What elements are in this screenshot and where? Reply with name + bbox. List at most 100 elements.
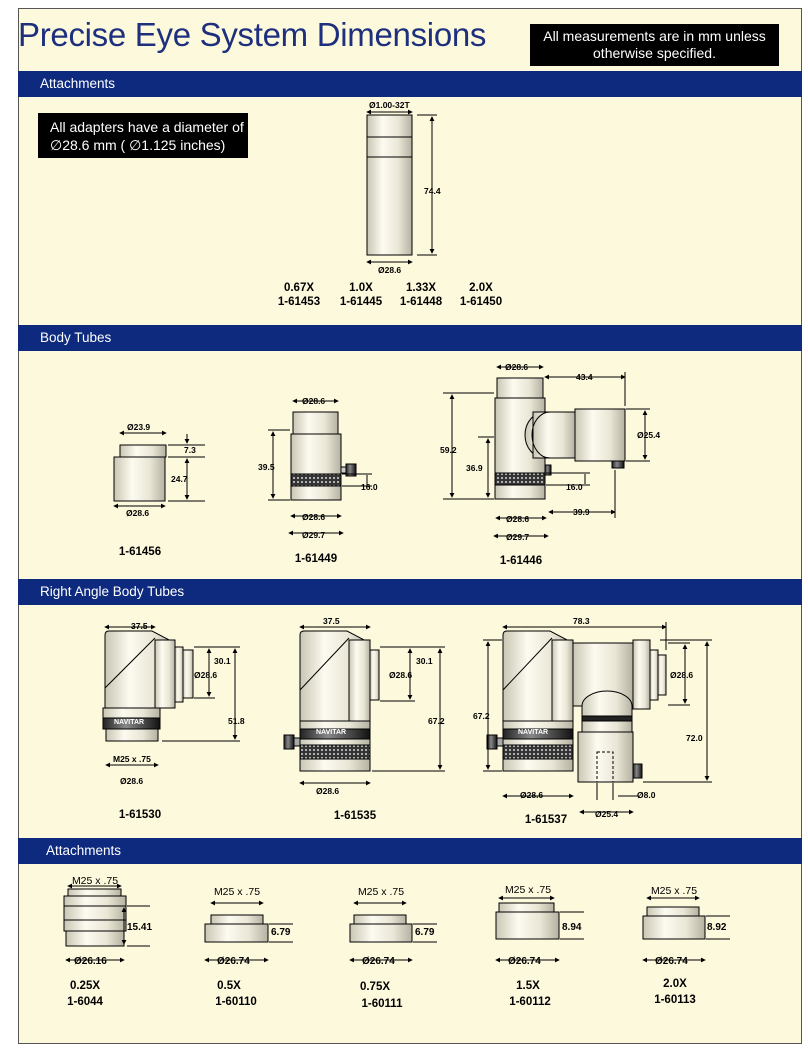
ra3-d-bot: Ø28.6 bbox=[520, 790, 544, 800]
bt1-d-top: Ø23.9 bbox=[127, 422, 151, 432]
attachment-mag-4: 2.0X bbox=[469, 282, 493, 294]
att2-h-5: 8.92 bbox=[707, 922, 727, 933]
attachment-mag-1: 0.67X bbox=[283, 282, 315, 294]
bt3-h1: 59.2 bbox=[440, 445, 457, 455]
bt3-h3: 16.0 bbox=[566, 482, 583, 492]
bt2-d-top: Ø28.6 bbox=[302, 396, 326, 406]
ra2-h2: 67.2 bbox=[428, 716, 445, 726]
att2-thread-2: M25 x .75 bbox=[213, 886, 261, 898]
ra1-w: 37.5 bbox=[131, 621, 148, 631]
attachment-part-3: 1-61448 bbox=[399, 296, 443, 308]
ra3-h1: 67.2 bbox=[473, 711, 490, 721]
right-angle-tube-2-drawing bbox=[283, 624, 445, 786]
bt1-h2: 24.7 bbox=[171, 474, 188, 484]
ra1-d: Ø28.6 bbox=[194, 670, 218, 680]
bt2-d1: Ø28.6 bbox=[302, 512, 326, 522]
ra3-brand-logo: NAVITAR bbox=[518, 729, 549, 736]
measurement-note: All measurements are in mm unless otherw… bbox=[530, 24, 779, 66]
bt3-h2: 36.9 bbox=[466, 463, 483, 473]
att2-d-2: Ø26.74 bbox=[217, 956, 250, 967]
att2-thread-3: M25 x .75 bbox=[357, 886, 405, 898]
bt3-d2: Ø29.7 bbox=[506, 532, 530, 542]
ra2-brand-logo: NAVITAR bbox=[316, 729, 347, 736]
attachment-2-drawing-1 bbox=[63, 883, 150, 963]
att2-d-4: Ø26.74 bbox=[508, 956, 541, 967]
page-title: Precise Eye System Dimensions bbox=[18, 16, 487, 53]
att2-mag-5: 2.0X bbox=[663, 978, 687, 990]
att2-h-3: 6.79 bbox=[415, 927, 435, 938]
ra1-h2: 51.8 bbox=[228, 716, 245, 726]
attachment-2-drawing-4 bbox=[495, 895, 584, 963]
att2-part-4: 1-60112 bbox=[509, 996, 551, 1008]
attachment-part-1: 1-61453 bbox=[277, 296, 321, 308]
bt3-d1: Ø28.6 bbox=[506, 514, 530, 524]
att2-h-4: 8.94 bbox=[562, 922, 582, 933]
ra2-d-bot: Ø28.6 bbox=[316, 786, 340, 796]
ra3-part: 1-61537 bbox=[524, 814, 568, 826]
section-header-attachments: Attachments bbox=[18, 71, 802, 97]
attachment-2-drawing-5 bbox=[642, 895, 730, 963]
bt1-h1: 7.3 bbox=[184, 445, 196, 455]
att2-mag-2: 0.5X bbox=[217, 980, 241, 992]
ra2-w: 37.5 bbox=[323, 616, 340, 626]
body-tube-1-drawing bbox=[113, 430, 205, 509]
att2-part-2: 1-60110 bbox=[215, 996, 257, 1008]
ra1-h1: 30.1 bbox=[214, 656, 231, 666]
right-angle-tube-3-drawing bbox=[483, 622, 712, 815]
ra1-part: 1-61530 bbox=[118, 809, 162, 821]
bt3-part: 1-61446 bbox=[499, 555, 543, 567]
att2-thread-1: M25 x .75 bbox=[71, 875, 119, 887]
bt1-d-bot: Ø28.6 bbox=[126, 508, 150, 518]
attachment-part-4: 1-61450 bbox=[459, 296, 503, 308]
att2-thread-4: M25 x .75 bbox=[504, 884, 552, 896]
att2-part-5: 1-60113 bbox=[654, 994, 696, 1006]
attachment-2-drawing-2 bbox=[204, 900, 293, 963]
dim-height: 74.4 bbox=[424, 186, 441, 196]
att2-part-3: 1-60111 bbox=[361, 998, 403, 1010]
ra1-brand-logo: NAVITAR bbox=[114, 719, 145, 726]
dim-thread: Ø1.00-32T bbox=[369, 100, 410, 110]
ra3-d: Ø28.6 bbox=[670, 670, 694, 680]
ra1-thread: M25 x .75 bbox=[113, 754, 151, 764]
tube-attachment-drawing bbox=[366, 109, 437, 265]
ra3-d-pin: Ø8.0 bbox=[637, 790, 656, 800]
bt2-h: 39.5 bbox=[258, 462, 275, 472]
ra2-d: Ø28.6 bbox=[389, 670, 413, 680]
att2-h-1: 15.41 bbox=[127, 922, 153, 933]
section-header-attachments-2: Attachments bbox=[18, 838, 802, 864]
ra1-d-bot: Ø28.6 bbox=[120, 776, 144, 786]
att2-mag-3: 0.75X bbox=[359, 981, 391, 993]
bt3-w2: 39.9 bbox=[573, 507, 590, 517]
right-angle-tube-1-drawing bbox=[102, 624, 240, 768]
bt2-part: 1-61449 bbox=[294, 553, 338, 565]
att2-thread-5: M25 x .75 bbox=[650, 885, 698, 897]
bt2-d2: Ø29.7 bbox=[302, 530, 326, 540]
section-header-body-tubes: Body Tubes bbox=[18, 325, 802, 351]
att2-part-1: 1-6044 bbox=[67, 996, 103, 1008]
bt3-w: 43.4 bbox=[576, 372, 593, 382]
att2-d-3: Ø26.74 bbox=[362, 956, 395, 967]
att2-mag-1: 0.25X bbox=[69, 980, 101, 992]
ra3-d-side: Ø25.4 bbox=[595, 809, 619, 819]
body-tube-3-drawing bbox=[443, 364, 650, 539]
att2-d-5: Ø26.74 bbox=[655, 956, 688, 967]
ra3-h2: 72.0 bbox=[686, 733, 703, 743]
bt2-h2: 16.0 bbox=[361, 482, 378, 492]
bt3-d-side: Ø25.4 bbox=[637, 430, 661, 440]
ra2-h1: 30.1 bbox=[416, 656, 433, 666]
attachment-mag-3: 1.33X bbox=[405, 282, 437, 294]
attachment-part-2: 1-61445 bbox=[339, 296, 383, 308]
att2-mag-4: 1.5X bbox=[516, 980, 540, 992]
dim-diameter: Ø28.6 bbox=[378, 265, 402, 275]
bt3-d-top: Ø28.6 bbox=[505, 362, 529, 372]
ra3-w: 78.3 bbox=[573, 616, 590, 626]
body-tube-2-drawing bbox=[268, 398, 372, 536]
att2-h-2: 6.79 bbox=[271, 927, 291, 938]
attachment-mag-2: 1.0X bbox=[349, 282, 373, 294]
adapter-diameter-note: All adapters have a diameter of ∅28.6 mm… bbox=[38, 113, 248, 158]
section-header-right-angle-body-tubes: Right Angle Body Tubes bbox=[18, 579, 802, 605]
attachment-2-drawing-3 bbox=[349, 900, 437, 963]
bt1-part: 1-61456 bbox=[118, 546, 162, 558]
ra2-part: 1-61535 bbox=[333, 810, 377, 822]
